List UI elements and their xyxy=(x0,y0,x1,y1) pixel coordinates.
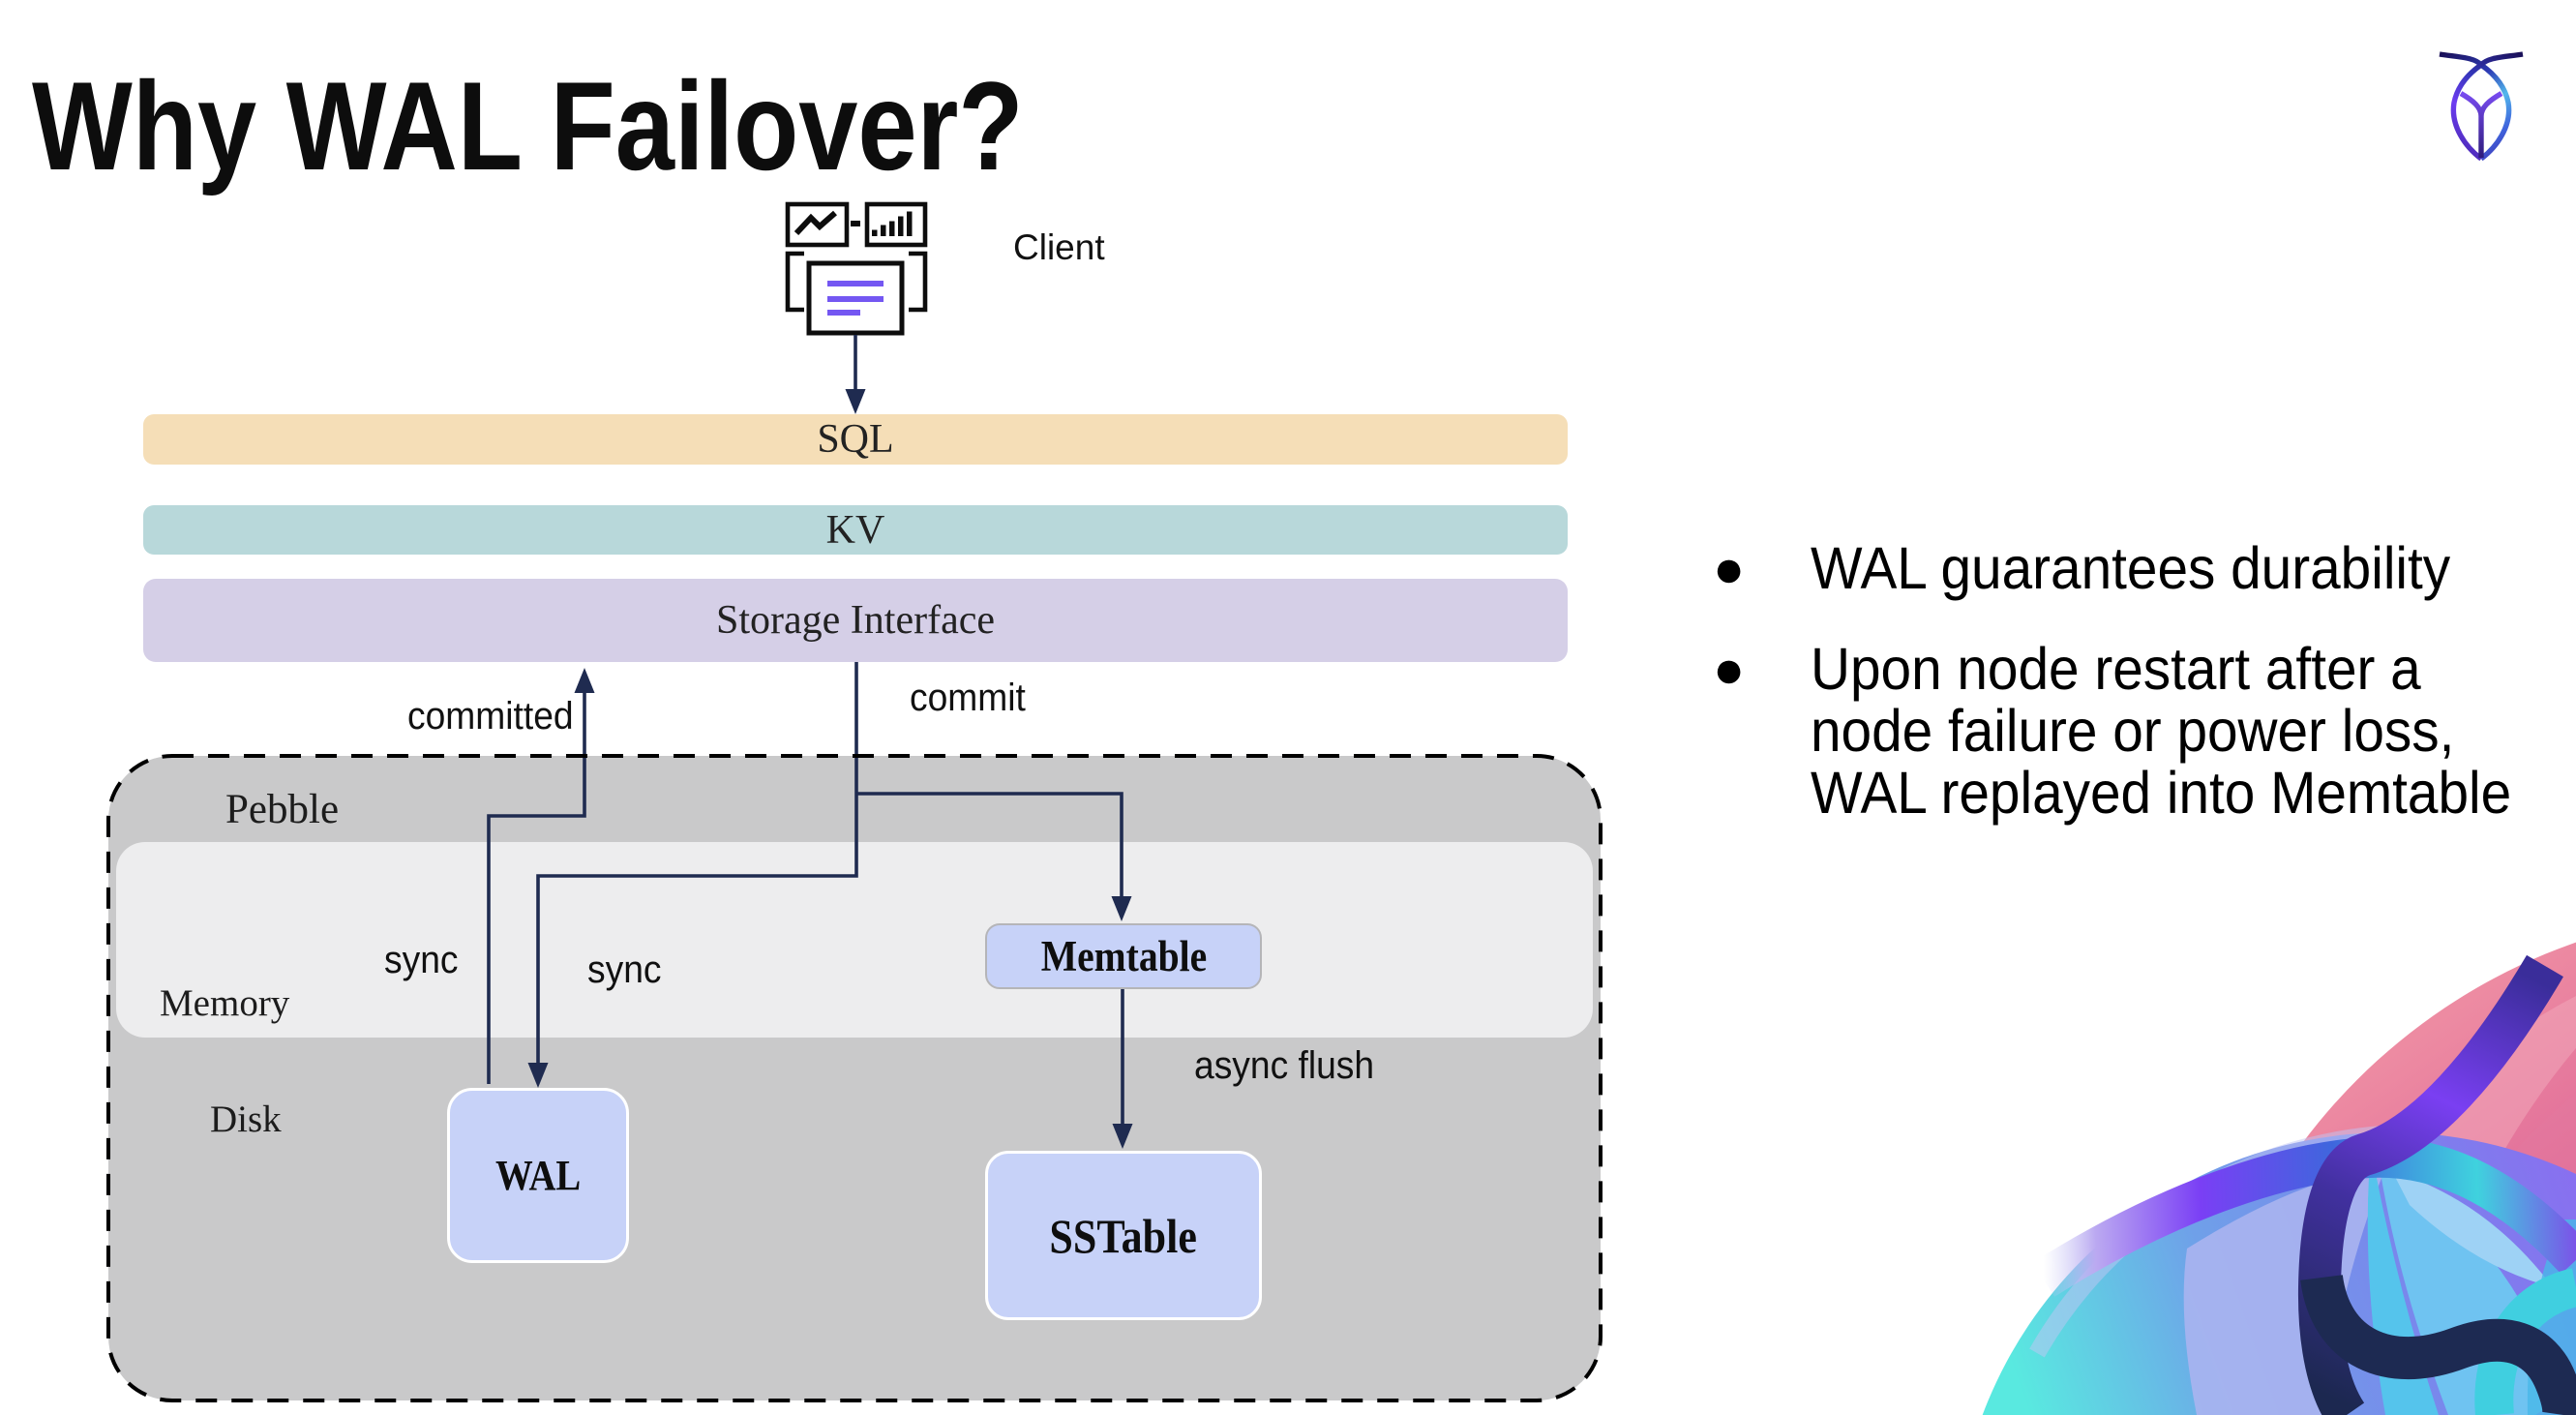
node-sstable-label: SSTable xyxy=(1049,1208,1198,1263)
edge-label-sync-right: sync xyxy=(587,948,662,991)
node-memtable: Memtable xyxy=(985,923,1262,989)
node-memtable-label: Memtable xyxy=(1040,932,1207,980)
pebble-label: Pebble xyxy=(225,787,340,832)
layer-bar-sql: SQL xyxy=(143,414,1568,465)
bullet-item-2: Upon node restart after a node failure o… xyxy=(1811,638,2512,824)
bullet-marker-2: ● xyxy=(1713,639,1746,699)
slide-title: Why WAL Failover? xyxy=(32,55,1024,196)
node-wal-label: WAL xyxy=(494,1152,582,1199)
client-icon xyxy=(785,201,928,336)
edge-label-async-flush: async flush xyxy=(1194,1044,1375,1087)
node-wal: WAL xyxy=(447,1088,629,1263)
node-sstable: SSTable xyxy=(985,1151,1262,1320)
arrowhead-committed xyxy=(574,668,595,693)
memory-label: Memory xyxy=(160,982,290,1024)
bullet-2-line-2: node failure or power loss, xyxy=(1811,698,2455,764)
layer-bar-storage: Storage Interface xyxy=(143,579,1568,662)
corner-pink-disc xyxy=(2192,942,2576,1415)
cockroachdb-logo-icon xyxy=(2439,51,2524,162)
bullet-1-line-1: WAL guarantees durability xyxy=(1811,535,2451,601)
layer-label-sql: SQL xyxy=(817,417,894,462)
edge-label-commit: commit xyxy=(910,677,1026,719)
disk-label: Disk xyxy=(210,1099,282,1140)
layer-bar-kv: KV xyxy=(143,505,1568,555)
bullet-2-line-3: WAL replayed into Memtable xyxy=(1811,760,2512,826)
bullet-item-1: WAL guarantees durability xyxy=(1811,537,2512,599)
bullet-2-line-1: Upon node restart after a xyxy=(1811,636,2421,702)
client-label: Client xyxy=(1013,227,1105,267)
layer-label-storage: Storage Interface xyxy=(716,598,995,643)
corner-blue-disc xyxy=(1982,1132,2576,1415)
bullet-marker-1: ● xyxy=(1713,538,1746,598)
edge-label-sync-left: sync xyxy=(384,939,459,981)
arrowhead-sql xyxy=(845,389,866,414)
edge-label-committed: committed xyxy=(407,695,574,738)
memory-zone xyxy=(116,842,1593,1038)
layer-label-kv: KV xyxy=(825,507,885,553)
